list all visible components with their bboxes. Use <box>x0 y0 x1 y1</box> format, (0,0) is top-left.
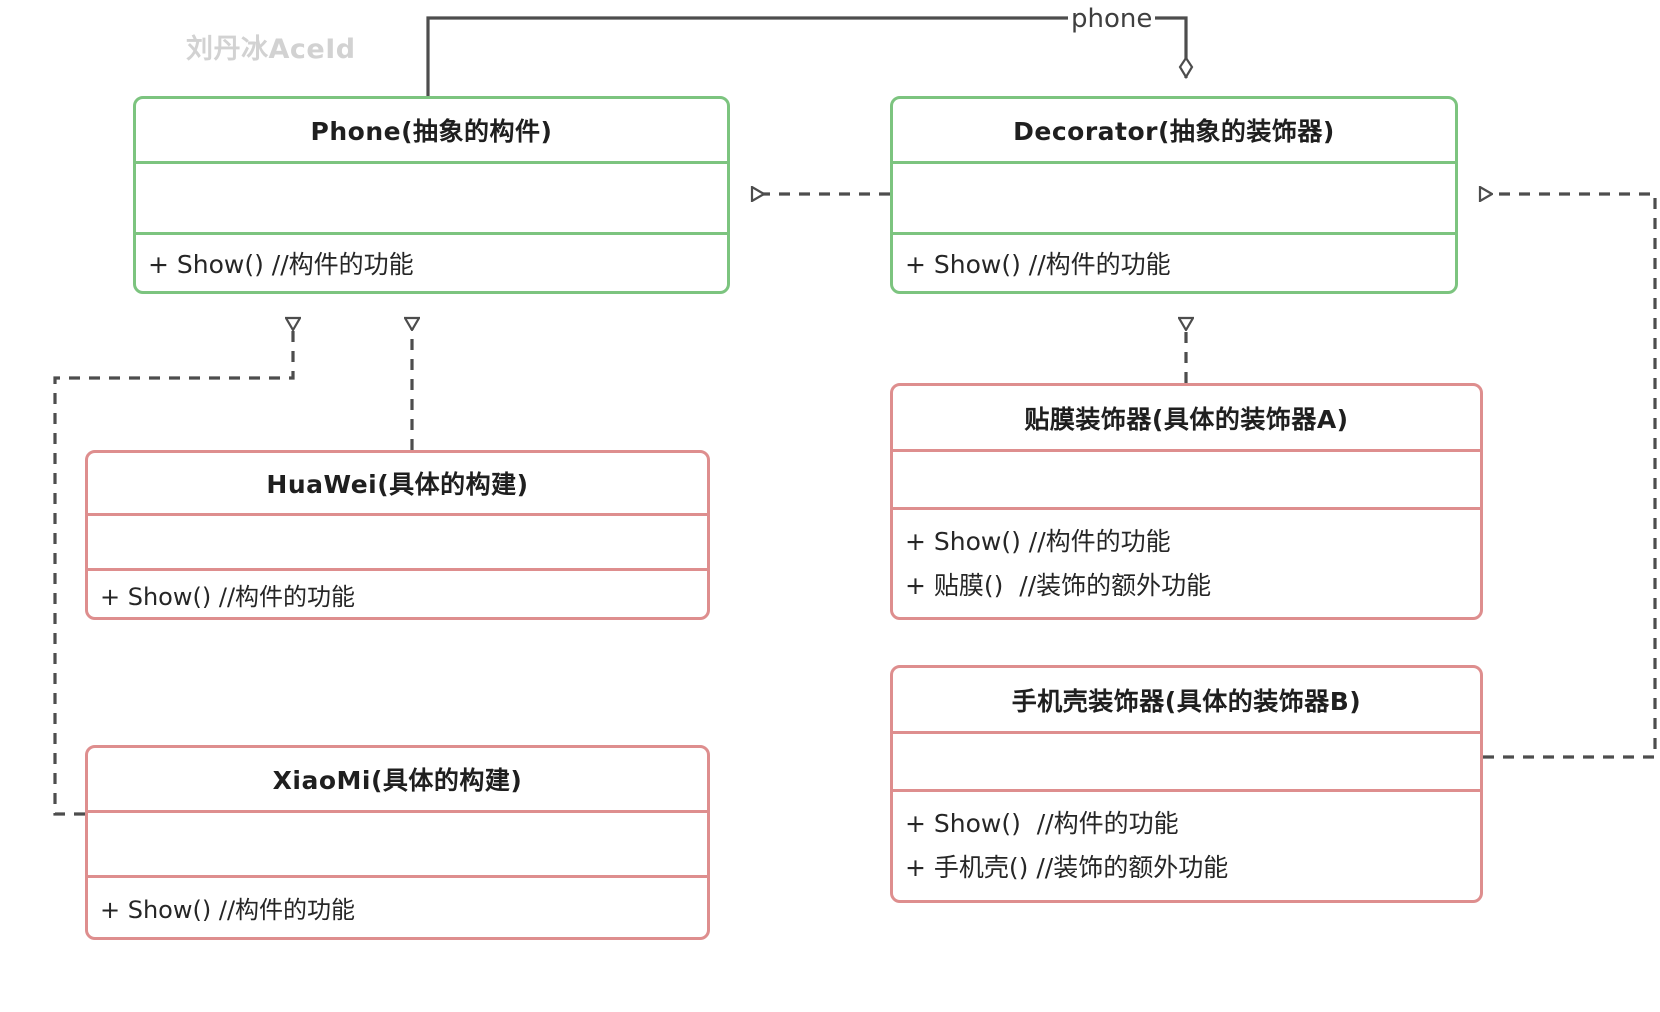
class-separator <box>893 731 1480 734</box>
operation-line: + Show() //构件的功能 <box>100 896 356 924</box>
relation-aggregation-phone <box>426 16 1186 96</box>
class-attributes-huawei <box>88 516 707 568</box>
class-operations-decorator: + Show() //构件的功能 <box>893 235 1455 291</box>
class-operations-phone: + Show() //构件的功能 <box>136 235 727 291</box>
class-separator <box>136 232 727 235</box>
class-title-huawei: HuaWei(具体的构建) <box>266 470 529 499</box>
class-operations-huawei: + Show() //构件的功能 <box>88 571 707 617</box>
class-box-xiaomi[interactable]: XiaoMi(具体的构建) + Show() //构件的功能 <box>85 745 710 940</box>
class-box-decorator-a[interactable]: 贴膜装饰器(具体的装饰器A) + Show() //构件的功能 + 贴膜() /… <box>890 383 1483 620</box>
class-operations-xiaomi: + Show() //构件的功能 <box>88 878 707 937</box>
operation-line: + Show() //构件的功能 <box>148 250 414 279</box>
class-title-xiaomi: XiaoMi(具体的构建) <box>272 766 523 795</box>
class-separator <box>893 449 1480 452</box>
class-separator <box>88 875 707 878</box>
class-separator <box>88 513 707 516</box>
class-title-decorator-b: 手机壳装饰器(具体的装饰器B) <box>1011 686 1362 716</box>
operation-line: + Show() //构件的功能 <box>905 250 1171 279</box>
watermark-label: 刘丹冰AceId <box>186 34 356 65</box>
class-attributes-phone <box>136 164 727 232</box>
class-box-phone[interactable]: Phone(抽象的构件) + Show() //构件的功能 <box>133 96 730 294</box>
class-separator <box>136 161 727 164</box>
class-title-phone: Phone(抽象的构件) <box>310 117 553 146</box>
class-separator <box>88 568 707 571</box>
class-box-decorator[interactable]: Decorator(抽象的装饰器) + Show() //构件的功能 <box>890 96 1458 294</box>
class-separator <box>893 232 1455 235</box>
class-attributes-xiaomi <box>88 813 707 875</box>
operation-line: + 手机壳() //装饰的额外功能 <box>905 853 1229 882</box>
class-title-decorator-a: 贴膜装饰器(具体的装饰器A) <box>1024 404 1349 434</box>
class-box-decorator-b[interactable]: 手机壳装饰器(具体的装饰器B) + Show() //构件的功能 + 手机壳()… <box>890 665 1483 903</box>
class-attributes-decorator <box>893 164 1455 232</box>
class-box-huawei[interactable]: HuaWei(具体的构建) + Show() //构件的功能 <box>85 450 710 620</box>
class-separator <box>88 810 707 813</box>
class-separator <box>893 161 1455 164</box>
operation-line: + 贴膜() //装饰的额外功能 <box>905 570 1212 600</box>
class-operations-decorator-b: + Show() //构件的功能 + 手机壳() //装饰的额外功能 <box>893 792 1480 900</box>
class-title-decorator: Decorator(抽象的装饰器) <box>1013 117 1335 146</box>
operation-line: + Show() //构件的功能 <box>905 809 1179 838</box>
operation-line: + Show() //构件的功能 <box>905 526 1171 556</box>
relation-realization-decorator-b-decorator <box>1480 194 1657 759</box>
operation-line: + Show() //构件的功能 <box>100 582 356 611</box>
class-attributes-decorator-a <box>893 452 1480 507</box>
class-operations-decorator-a: + Show() //构件的功能 + 贴膜() //装饰的额外功能 <box>893 510 1480 617</box>
class-attributes-decorator-b <box>893 734 1480 789</box>
edge-label-phone: phone <box>1068 4 1156 34</box>
class-separator <box>893 507 1480 510</box>
class-separator <box>893 789 1480 792</box>
relation-realization-xiaomi-phone <box>53 318 293 816</box>
